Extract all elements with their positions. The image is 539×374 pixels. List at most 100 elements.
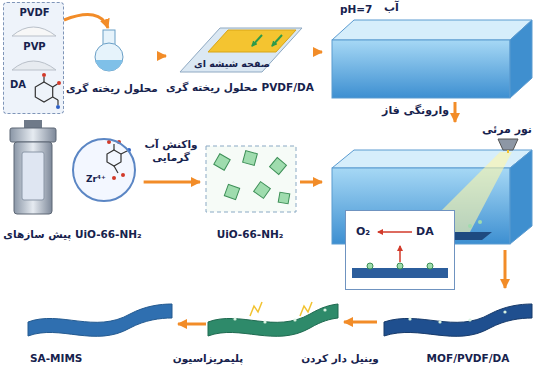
flask <box>95 30 123 71</box>
node-label: PVP <box>23 41 45 53</box>
water-tank <box>332 40 510 98</box>
mof-crystals <box>254 182 271 199</box>
node-label: UiO-66-NH₂ <box>217 228 284 241</box>
light-tank <box>332 150 532 244</box>
mof-crystals: UiO-66-NH₂ <box>200 140 300 246</box>
step-label: وارونگی فاز <box>382 104 449 117</box>
node-label: PVDF <box>19 7 49 19</box>
mof-crystals <box>206 146 296 212</box>
membrane-sheet <box>250 302 262 316</box>
node-label: پیش سازهای UiO-66-NH₂ <box>3 228 141 241</box>
membrane-stage: MOF/PVDF/DA <box>378 288 536 372</box>
lamp <box>498 139 518 153</box>
flask <box>95 43 123 71</box>
node-label: صفحه شیشه ای <box>194 58 270 69</box>
mof-crystals <box>278 192 290 204</box>
mof-crystals <box>224 184 239 199</box>
step-label: پلیمریزاسیون <box>173 352 243 365</box>
water-tank <box>332 20 532 98</box>
node-label: نور مرئی <box>482 123 532 136</box>
precursor-circle: Zr⁴⁺ <box>72 138 136 202</box>
linker-structure <box>107 140 111 144</box>
linker-structure <box>73 139 135 201</box>
dopamine-structure <box>56 105 60 109</box>
light-tank <box>478 220 482 224</box>
membrane-stage: SA-MIMS <box>4 290 178 372</box>
membrane-sheet <box>468 318 471 321</box>
process-arrow <box>160 55 166 58</box>
step-arrow <box>178 323 206 326</box>
membrane-sheet <box>503 310 506 313</box>
node-label: SA-MIMS <box>30 352 82 365</box>
process-arrow <box>504 250 507 288</box>
process-arrow <box>316 51 322 54</box>
dopamine-structure <box>35 73 61 109</box>
membrane-sheet <box>300 302 312 316</box>
reaction-inset <box>345 210 455 290</box>
membrane-sheet <box>438 320 441 323</box>
membrane-sheet <box>323 308 326 311</box>
reaction-inset: O₂DA <box>345 210 455 290</box>
reaction-inset <box>378 231 412 233</box>
membrane-sheet <box>408 317 411 320</box>
reaction-inset <box>427 263 433 269</box>
mof-crystals <box>206 146 296 212</box>
step-label: وینیل دار کردن <box>301 352 379 365</box>
reagent-panel <box>12 61 56 70</box>
linker-structure <box>114 166 118 173</box>
membrane-sheet <box>293 318 296 321</box>
light-tank <box>468 224 472 228</box>
node-label: DA <box>10 79 26 91</box>
flask-step: محلول ریخته گری <box>66 28 160 96</box>
node-label: محلول ریخته گری PVDF/DA <box>166 81 314 94</box>
membrane-sheet <box>28 302 532 336</box>
process-arrow <box>454 102 457 122</box>
glass-plate <box>180 28 302 72</box>
step-arrow <box>178 322 377 324</box>
dopamine-structure <box>35 82 52 102</box>
node-label: Zr⁴⁺ <box>86 174 106 185</box>
node-label: DA <box>416 225 434 238</box>
reagent-panel <box>12 27 56 36</box>
dopamine-structure <box>42 73 46 77</box>
membrane-sheet <box>233 308 506 323</box>
node-label: MOF/PVDF/DA <box>427 352 510 365</box>
light-tank <box>510 150 532 244</box>
membrane-sheet <box>263 320 266 323</box>
linker-structure <box>112 176 116 180</box>
glass-plate <box>208 30 296 52</box>
water-bath: pH=7آب <box>322 0 536 102</box>
reagent-panel <box>3 2 64 114</box>
autoclave <box>10 120 56 214</box>
process-arrow <box>300 181 322 184</box>
mof-crystals <box>243 151 258 166</box>
linker-structure <box>113 144 114 150</box>
mof-crystals <box>214 154 230 170</box>
glass-plate-step: صفحه شیشه ای محلول ریخته گری PVDF/DA <box>166 15 316 100</box>
membrane-sheet <box>208 304 338 336</box>
linker-structure <box>107 150 121 166</box>
lamp <box>498 139 518 150</box>
glass-plate <box>272 35 282 46</box>
water-tank <box>510 20 532 98</box>
glass-plate <box>180 28 302 72</box>
linker-structure <box>117 140 121 144</box>
autoclave <box>22 152 44 200</box>
membrane-sheet <box>384 304 532 336</box>
membrane-sheet <box>233 317 236 320</box>
reaction-inset <box>367 263 373 269</box>
linker-structure <box>121 173 125 177</box>
process-arrow <box>144 181 200 184</box>
process-arrow <box>64 15 108 28</box>
autoclave <box>10 128 56 142</box>
dopamine-structure <box>53 84 58 87</box>
reagent-panel <box>3 2 64 114</box>
node-label: محلول ریخته گری <box>66 82 158 95</box>
lamp <box>507 150 509 153</box>
reagent-box: PVDF PVP DA <box>3 2 64 114</box>
flask <box>95 60 122 71</box>
